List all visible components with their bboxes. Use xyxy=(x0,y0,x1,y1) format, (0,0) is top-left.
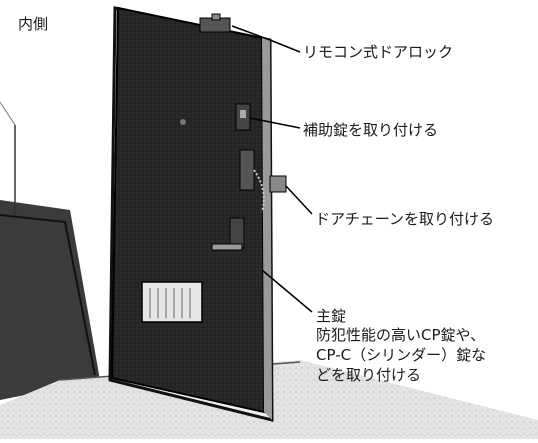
callout-remote-lock: リモコン式ドアロック xyxy=(303,43,454,61)
vent-slats xyxy=(149,288,191,318)
main-lock-handle xyxy=(211,243,243,251)
remote-lock-detail xyxy=(211,13,221,21)
chain-plate xyxy=(239,149,255,191)
leader-remote-lock xyxy=(231,25,301,53)
chain xyxy=(253,169,265,213)
door-knob-small xyxy=(180,119,186,125)
door-edge-light xyxy=(262,38,272,420)
leader-aux-lock xyxy=(249,117,301,129)
left-wall-edge xyxy=(0,214,96,376)
caption-inside: 内側 xyxy=(18,15,49,33)
callout-main-lock-line3: どを取り付ける xyxy=(316,366,422,384)
door-slab xyxy=(110,6,266,414)
leader-main-lock xyxy=(261,269,313,313)
vent-grille xyxy=(141,281,203,323)
aux-lock-knob xyxy=(240,110,246,118)
chain-bracket xyxy=(269,175,287,193)
callout-main-lock-line2: CP-C（シリンダー）錠な xyxy=(316,346,487,364)
callout-main-lock-line1: 防犯性能の高いCP錠や、 xyxy=(316,326,486,344)
left-wall-shadow xyxy=(0,200,100,400)
callout-door-chain: ドアチェーンを取り付ける xyxy=(315,210,494,228)
callout-main-lock-title: 主錠 xyxy=(316,307,347,325)
left-wall-top2 xyxy=(0,101,16,126)
callout-aux-lock: 補助錠を取り付ける xyxy=(303,121,439,139)
leader-door-chain xyxy=(285,185,313,215)
